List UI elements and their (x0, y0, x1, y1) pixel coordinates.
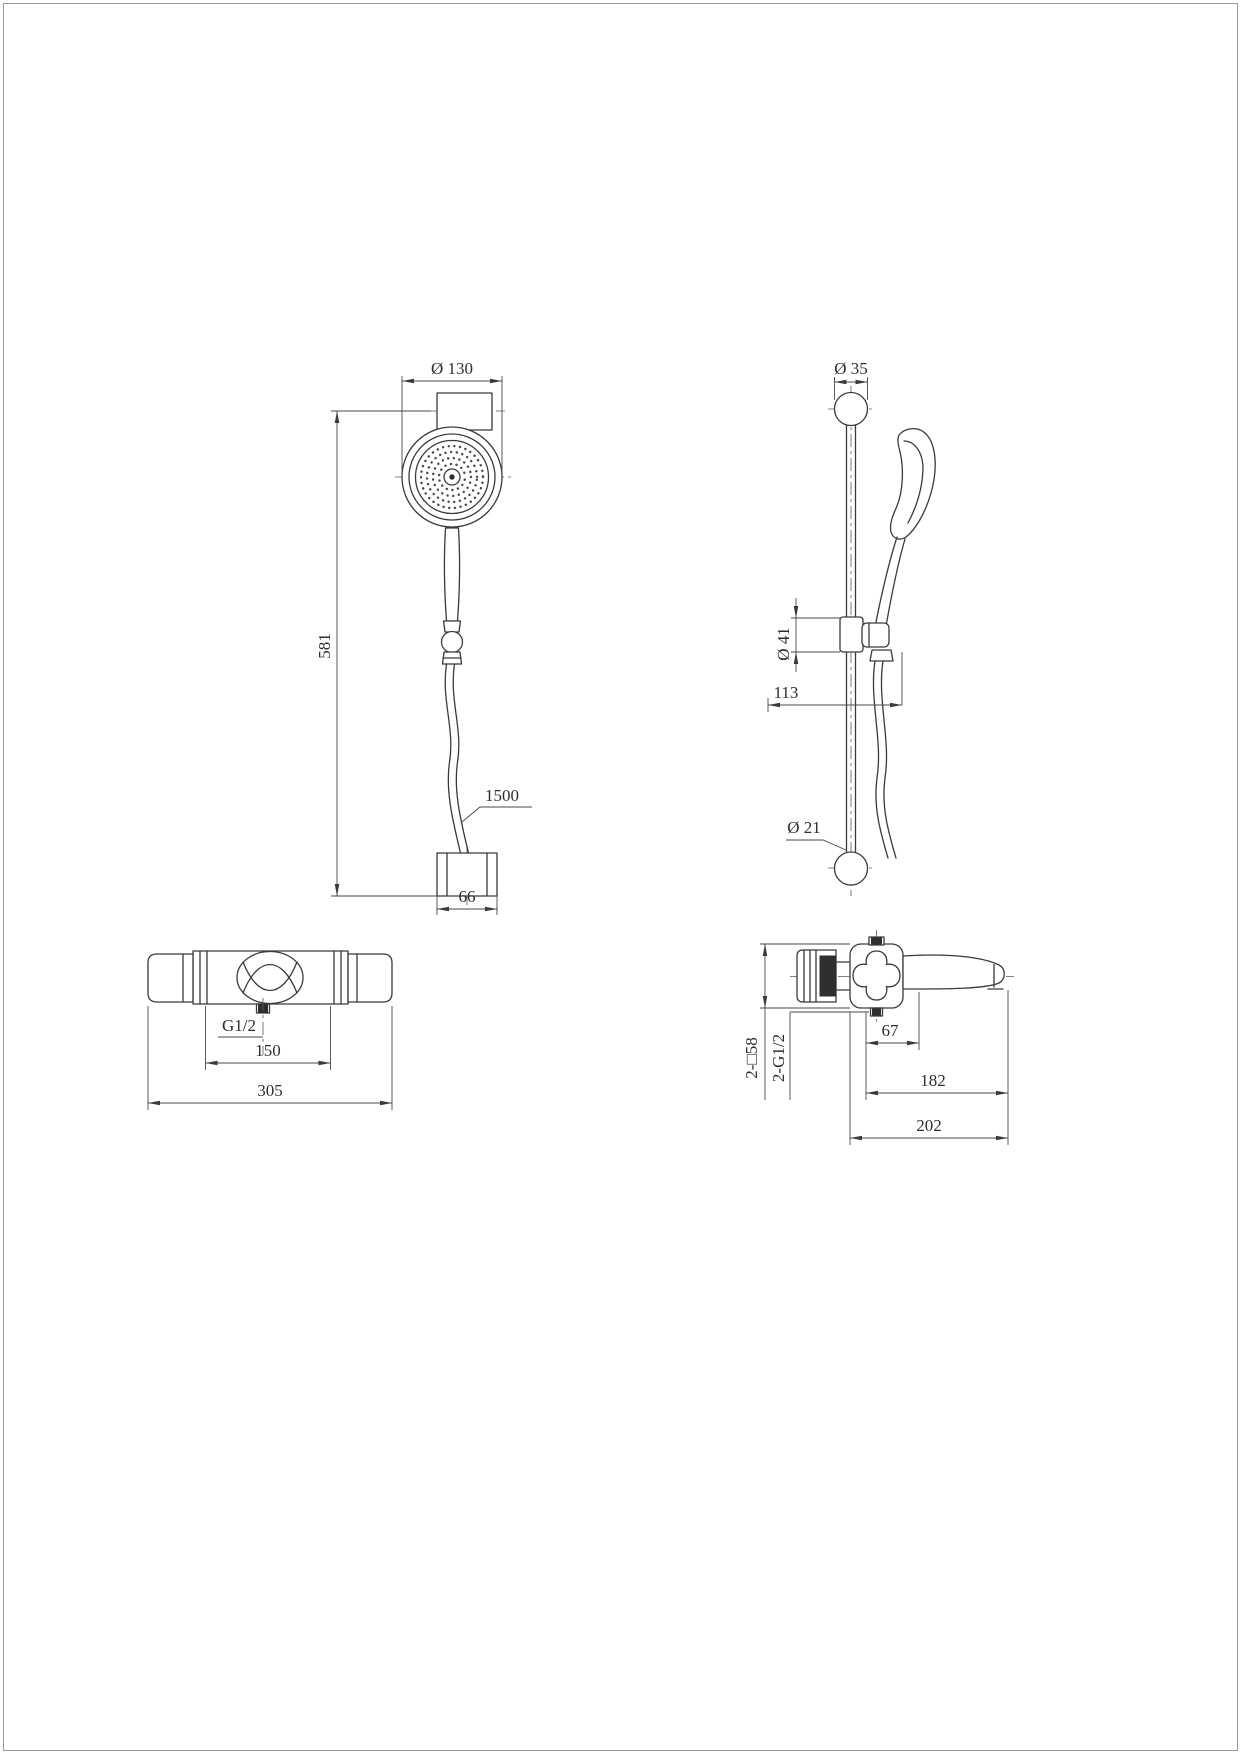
dim-overall-height: 581 (315, 633, 334, 659)
handshower-front-view: Ø 130 581 1500 66 (315, 359, 532, 915)
dim-head-diameter: Ø 130 (431, 359, 473, 378)
ext-lines-head-diameter (401, 376, 503, 474)
shower-head-rim (408, 433, 496, 521)
hose-nut-side (869, 649, 894, 662)
spout-details (987, 963, 1004, 990)
dim-spout-offset: 67 (882, 1021, 900, 1040)
ext-lines-holder (791, 617, 840, 653)
spray-center-ring (443, 468, 461, 486)
center-cover (236, 950, 304, 1005)
leader-bar-diameter (786, 839, 847, 851)
head-face-line (903, 440, 924, 524)
bar-top-cap (833, 391, 869, 427)
wall-bracket (436, 392, 493, 431)
top-port-dark (871, 937, 882, 945)
bottom-port-dark (872, 1008, 881, 1016)
dim-holder-offset: 113 (774, 683, 799, 702)
ext-lines-inlet-spacing (205, 1006, 331, 1070)
knob-neck (835, 961, 851, 991)
nozzle-ring-1 (419, 444, 485, 510)
holder-clamp (839, 616, 864, 653)
hose-side (872, 660, 897, 859)
shower-hose (444, 663, 470, 854)
dim-outlet-thread: G1/2 (222, 1016, 256, 1035)
handshower-handle (443, 527, 461, 622)
slidebar-side-view: Ø 35 Ø 41 113 Ø 21 (767, 359, 936, 896)
bar-bottom-cap (833, 851, 869, 886)
valve-cross-boss (852, 950, 901, 1001)
knob-grip-lines (803, 949, 817, 1003)
dim-escutcheon-size: 2-□58 (742, 1037, 761, 1078)
dim-hose-length: 1500 (485, 786, 519, 805)
nozzle-ring-3 (431, 456, 473, 498)
ball-joint (440, 630, 464, 654)
spout (902, 954, 1005, 990)
spray-center-dot (449, 474, 455, 480)
right-handle (347, 953, 393, 1003)
nozzle-ring-4 (437, 462, 467, 492)
handle-nut (442, 620, 462, 633)
handshower-head-side (889, 427, 936, 540)
mixer-side-view: 2-□58 2-G1/2 67 182 202 (742, 930, 1014, 1145)
spray-face-edge (414, 439, 490, 515)
dim-elbow-width: 66 (459, 887, 476, 906)
ext-lines-overall-width (147, 1006, 393, 1110)
dim-spout-reach: 182 (920, 1071, 946, 1090)
leader-hose-length (461, 806, 532, 823)
dim-overall-depth: 202 (916, 1116, 942, 1135)
left-handle (147, 953, 194, 1003)
dim-overall-width: 305 (257, 1081, 283, 1100)
dim-bar-diameter: Ø 21 (787, 818, 821, 837)
dim-end-cap-diameter: Ø 35 (834, 359, 868, 378)
ext-lines-escutcheon (760, 943, 850, 1009)
ext-lines-elbow-width (436, 896, 498, 915)
ext-lines-overall-height (331, 410, 437, 897)
holder-cradle (861, 622, 890, 648)
handle-side-lines (875, 536, 906, 627)
page-border (3, 3, 1238, 1751)
leader-inlet-thread (789, 1011, 869, 1100)
body-collars (199, 950, 342, 1005)
dim-holder-diameter: Ø 41 (774, 627, 793, 661)
mixer-front-view: G1/2 150 305 (147, 950, 393, 1110)
nozzle-ring-2 (425, 450, 479, 504)
outlet-elbow-lines (446, 852, 488, 897)
dim-inlet-spacing: 150 (255, 1041, 281, 1060)
knob-dark-band (819, 955, 837, 997)
dim-inlet-thread: 2-G1/2 (769, 1034, 788, 1082)
center-cover-curves (242, 961, 298, 994)
